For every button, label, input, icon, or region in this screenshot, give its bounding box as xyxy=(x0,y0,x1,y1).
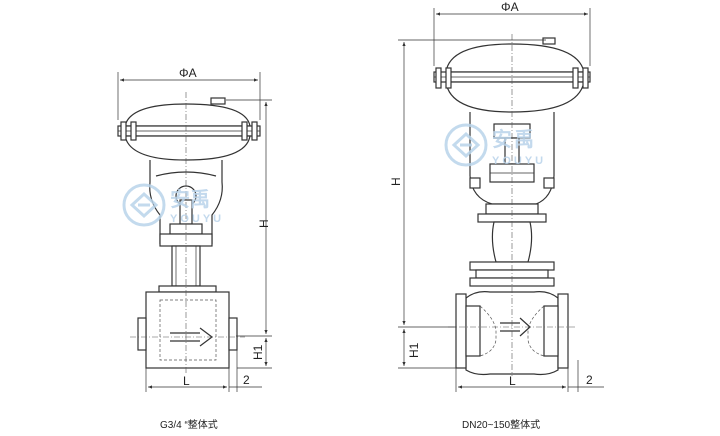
right-valve-drawing: ΦA H H1 L 2 DN20~150整体式 xyxy=(389,0,604,431)
left-dim-height-lower: H1 xyxy=(237,338,272,369)
right-dim-height-lower: H1 xyxy=(398,329,456,369)
right-dim-diameter: ΦA xyxy=(433,0,591,66)
svg-text:禹: 禹 xyxy=(514,128,534,151)
left-dim-height-lower-label: H1 xyxy=(251,344,265,360)
right-dim-height: H xyxy=(389,39,546,328)
left-dim-height: H xyxy=(226,99,272,337)
left-valve-drawing: ΦA H H1 L 2 G3/4 “整体式 xyxy=(117,66,272,431)
svg-text:安: 安 xyxy=(492,127,512,151)
left-watermark-logo: 安 禹 YOUYU xyxy=(122,183,224,227)
right-watermark-logo: 安 禹 YOUYU xyxy=(444,123,546,167)
left-caption: G3/4 “整体式 xyxy=(160,418,218,431)
right-dim-length: L 2 xyxy=(455,360,604,392)
left-valve-body xyxy=(137,245,238,369)
right-dim-height-lower-label: H1 xyxy=(407,342,421,358)
left-dim-height-label: H xyxy=(257,219,271,228)
right-dim-diameter-label: ΦA xyxy=(501,0,519,14)
right-dim-offset-label: 2 xyxy=(586,373,593,387)
svg-text:禹: 禹 xyxy=(190,188,210,211)
left-dim-length: L 2 xyxy=(145,350,262,392)
left-dim-diameter: ΦA xyxy=(117,66,261,120)
left-dim-length-label: L xyxy=(183,374,190,388)
left-actuator xyxy=(117,97,261,161)
left-watermark-brand: YOUYU xyxy=(170,213,224,225)
svg-text:安: 安 xyxy=(170,187,190,211)
right-actuator xyxy=(433,37,591,113)
right-watermark-brand: YOUYU xyxy=(492,155,546,167)
right-dim-length-label: L xyxy=(509,374,516,388)
right-caption: DN20~150整体式 xyxy=(462,418,540,431)
left-dim-diameter-label: ΦA xyxy=(179,66,197,80)
left-dim-offset-label: 2 xyxy=(243,373,250,387)
right-dim-height-label: H xyxy=(389,177,403,186)
